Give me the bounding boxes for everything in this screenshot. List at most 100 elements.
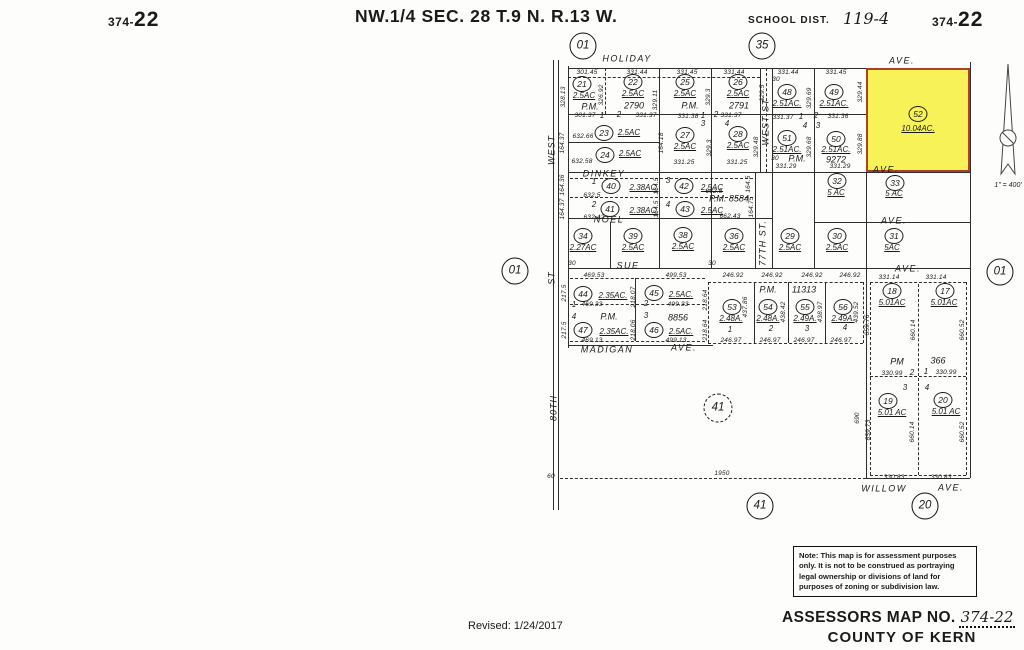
parcel-number: 51 <box>777 130 797 146</box>
parcel-number: 23 <box>594 125 614 141</box>
parcel-number: 26 <box>728 74 748 90</box>
lot-number: 3 <box>815 121 821 130</box>
parcel-number: 19 <box>878 393 898 409</box>
dimension-label: 246.92 <box>839 271 861 279</box>
dimension-label: 218.64 <box>701 319 709 341</box>
school-district-value: 119-4 <box>843 9 890 28</box>
dimension-label: 246.97 <box>830 336 852 344</box>
note-line: Note: This map is for assessment purpose… <box>799 551 957 560</box>
street-label: AVE. <box>888 55 916 66</box>
dimension-label: 164.75 <box>747 196 755 218</box>
parcel-map-label: P.M. <box>681 100 699 111</box>
parcel-number: 53 <box>722 299 742 315</box>
parcel-number: 39 <box>623 228 643 244</box>
dimension-label: 331.37 <box>772 113 794 121</box>
map-line <box>760 68 761 172</box>
sheet-title: NW.1/4 SEC. 28 T.9 N. R.13 W. <box>355 6 618 26</box>
dimension-label: 1950 <box>714 469 730 477</box>
dimension-label: 246.92 <box>761 271 783 279</box>
scale-label: 1" = 400' <box>994 182 1022 189</box>
lot-number: 1 <box>727 325 733 334</box>
parcel-number: 55 <box>795 299 815 315</box>
dimension-label: 328.13 <box>559 86 567 108</box>
parcel-number: 40 <box>601 178 621 194</box>
acreage-label: 2.5AC <box>700 183 724 192</box>
map-line <box>772 68 773 268</box>
acreage-label: 5 AC <box>885 189 903 198</box>
dimension-label: 469.13 <box>581 336 603 344</box>
map-line <box>866 478 970 479</box>
parcel-number: 42 <box>674 178 694 194</box>
dimension-label: 690 <box>853 412 861 424</box>
map-line <box>558 60 559 510</box>
map-line <box>659 68 660 268</box>
dimension-label: 218.64 <box>701 289 709 311</box>
dimension-label: 329.3 <box>704 88 712 106</box>
dimension-label: 659.73 <box>864 419 872 441</box>
lot-number: 2 <box>768 324 774 333</box>
parcel-number: 33 <box>885 175 905 191</box>
map-line <box>570 278 705 279</box>
dimension-label: 331.37 <box>720 111 742 119</box>
dimension-label: 217.5 <box>560 284 568 302</box>
acreage-label: 2.5AC <box>673 142 697 151</box>
acreage-label: 2.48A. <box>756 314 780 323</box>
parcel-number: 29 <box>780 228 800 244</box>
parcel-number: 50 <box>826 131 846 147</box>
lot-number: 2 <box>813 111 819 120</box>
street-label: WEST ST <box>760 98 771 146</box>
acreage-label: 2.5AC <box>722 243 746 252</box>
street-label: 80TH <box>548 394 559 422</box>
street-label: 77TH ST. <box>757 220 768 266</box>
parcel-number: 17 <box>935 283 955 299</box>
dimension-label: 246.97 <box>720 336 742 344</box>
acreage-label: 2.38AC. <box>629 183 659 192</box>
dimension-label: 331.44 <box>626 68 648 76</box>
acreage-label: 2.5AC <box>825 243 849 252</box>
dimension-label: 660.14 <box>908 421 916 443</box>
map-line <box>711 68 712 268</box>
parcel-number: 34 <box>573 228 593 244</box>
map-line <box>568 142 659 143</box>
map-line <box>570 341 705 342</box>
parcel-number: 30 <box>827 228 847 244</box>
lot-number: 2 <box>713 110 719 119</box>
dimension-label: 632.5 <box>583 191 601 199</box>
dimension-label: 331.25 <box>726 158 748 166</box>
dimension-label: 662.43 <box>719 212 741 220</box>
map-line <box>825 282 826 343</box>
note-line: legal ownership or divisions of land for <box>799 571 941 581</box>
dimension-label: 246.92 <box>722 271 744 279</box>
map-line <box>755 172 756 268</box>
acreage-label: 2.38AC. <box>629 206 659 215</box>
map-line <box>610 222 611 268</box>
dimension-label: 329.5 <box>758 84 766 102</box>
dimension-label: 164.5 <box>744 175 752 193</box>
dimension-label: 164.36 <box>558 174 566 196</box>
parcel-number: 44 <box>573 286 593 302</box>
map-line <box>568 172 970 173</box>
parcel-number: 18 <box>882 283 902 299</box>
acreage-label: 2.5AC. <box>668 290 694 299</box>
lot-number: 1 <box>599 111 605 120</box>
lot-number: 3 <box>665 176 671 185</box>
map-line <box>568 77 760 78</box>
acreage-label: 5.01 AC <box>931 407 961 416</box>
parcel-map-label: PM <box>890 356 904 367</box>
dimension-label: 329.69 <box>805 87 813 109</box>
dimension-label: 246.97 <box>793 336 815 344</box>
dimension-label: 330.83 <box>930 473 952 481</box>
dimension-label: 329.68 <box>805 136 813 158</box>
dimension-label: 331.36 <box>827 112 849 120</box>
street-label: AVE. <box>872 164 900 175</box>
map-line <box>708 282 709 343</box>
dimension-label: 301.45 <box>576 68 598 76</box>
parcel-map-label: 2791 <box>728 100 750 111</box>
map-line <box>570 178 753 179</box>
note-line: only. It is not to be construed as portr… <box>799 561 955 571</box>
dimension-label: 217.5 <box>560 321 568 339</box>
dimension-label: 660.52 <box>958 319 966 341</box>
street-label: AVE. <box>670 342 698 353</box>
acreage-label: 5.01AC <box>878 298 906 307</box>
parcel-number: 25 <box>675 74 695 90</box>
